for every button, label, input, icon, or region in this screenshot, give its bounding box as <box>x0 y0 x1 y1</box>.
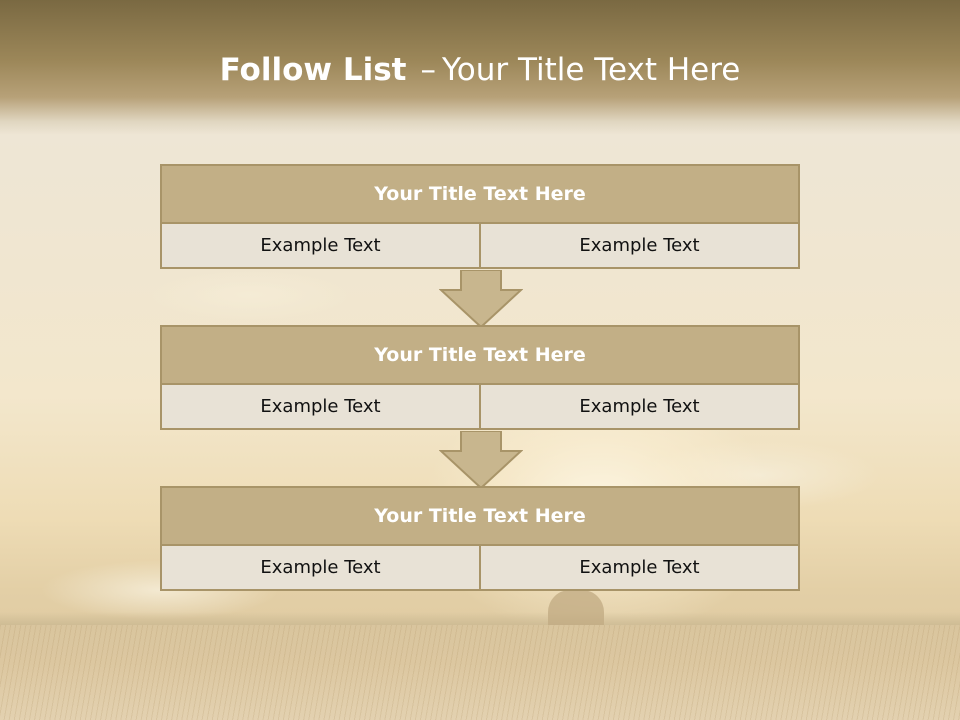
block-title: Your Title Text Here <box>162 327 798 385</box>
block-right-text: Example Text <box>481 385 798 428</box>
block-title: Your Title Text Here <box>162 166 798 224</box>
cloud <box>150 270 350 320</box>
block-right-text: Example Text <box>481 546 798 589</box>
title-dash: – <box>420 52 436 88</box>
title-bold-part: Follow List <box>219 52 407 88</box>
block-left-text: Example Text <box>162 385 479 428</box>
follow-block-3: Your Title Text Here Example Text Exampl… <box>160 486 800 591</box>
title-rest-part: Your Title Text Here <box>441 52 741 88</box>
header-band <box>0 0 960 135</box>
block-title: Your Title Text Here <box>162 488 798 546</box>
slide-title: Follow List–Your Title Text Here <box>0 52 960 88</box>
block-left-text: Example Text <box>162 546 479 589</box>
down-arrow-icon <box>439 431 523 489</box>
follow-block-2: Your Title Text Here Example Text Exampl… <box>160 325 800 430</box>
follow-block-1: Your Title Text Here Example Text Exampl… <box>160 164 800 269</box>
block-left-text: Example Text <box>162 224 479 267</box>
down-arrow-icon <box>439 270 523 328</box>
block-right-text: Example Text <box>481 224 798 267</box>
wheat-field <box>0 625 960 720</box>
